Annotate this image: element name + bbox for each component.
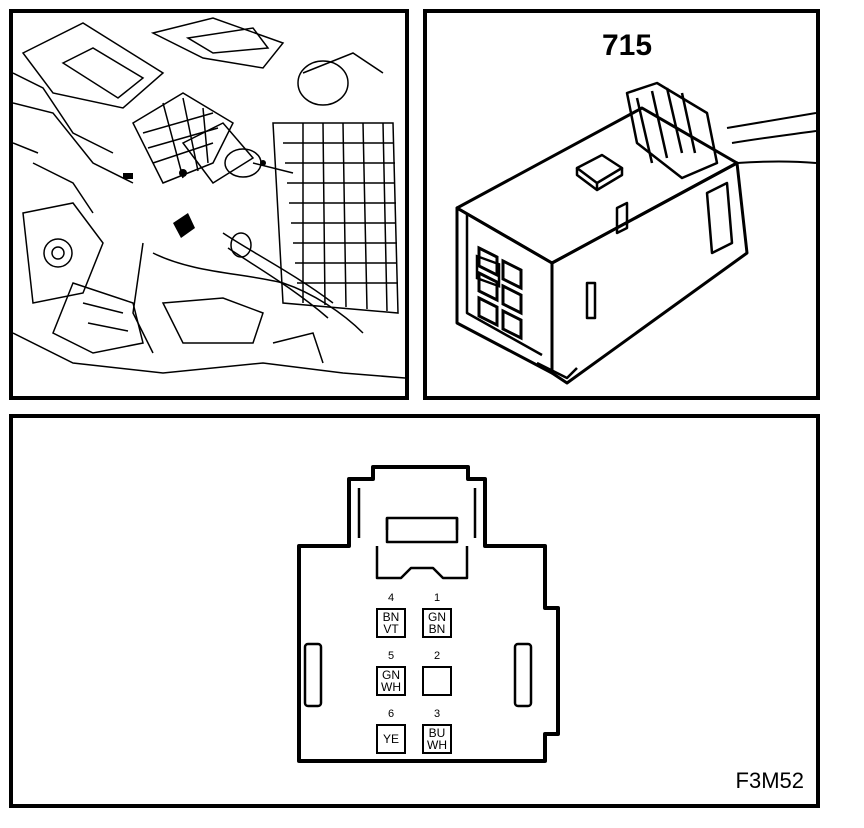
- pin-5-color-2: WH: [381, 680, 401, 694]
- pin-number-4: 4: [387, 592, 395, 604]
- pin-cavity-5: GN WH: [376, 666, 406, 696]
- pin-number-5: 5: [387, 650, 395, 662]
- pin-cavity-1: GN BN: [422, 608, 452, 638]
- pin-number-3: 3: [433, 708, 441, 720]
- pin-3-color-2: WH: [427, 738, 447, 752]
- pin-5-color-1: GN: [382, 668, 400, 682]
- pin-4-color-1: BN: [382, 610, 400, 624]
- engine-bay-panel: [9, 9, 409, 400]
- pin-1-color-2: BN: [428, 622, 446, 636]
- connector-number: 715: [602, 29, 653, 62]
- pin-cavity-3: BU WH: [422, 724, 452, 754]
- pin-cavity-2: [422, 666, 452, 696]
- connector-panel: 715: [423, 9, 820, 400]
- engine-bay-illustration: [13, 17, 405, 379]
- pin-6-color-1: YE: [382, 732, 399, 746]
- connector-illustration: [455, 81, 816, 385]
- pinout-panel: 4 BN VT 1 GN BN 5 GN WH 2 6 YE 3 BU WH F…: [9, 414, 820, 808]
- pin-number-2: 2: [433, 650, 441, 662]
- pin-4-color-2: VT: [383, 622, 399, 636]
- pin-1-color-1: GN: [428, 610, 446, 624]
- pin-3-color-1: BU: [428, 726, 446, 740]
- connector-face-diagram: [297, 465, 560, 763]
- figure-code: F3M52: [735, 768, 804, 793]
- pin-cavity-6: YE: [376, 724, 406, 754]
- pin-number-6: 6: [387, 708, 395, 720]
- pin-cavity-4: BN VT: [376, 608, 406, 638]
- pin-number-1: 1: [433, 592, 441, 604]
